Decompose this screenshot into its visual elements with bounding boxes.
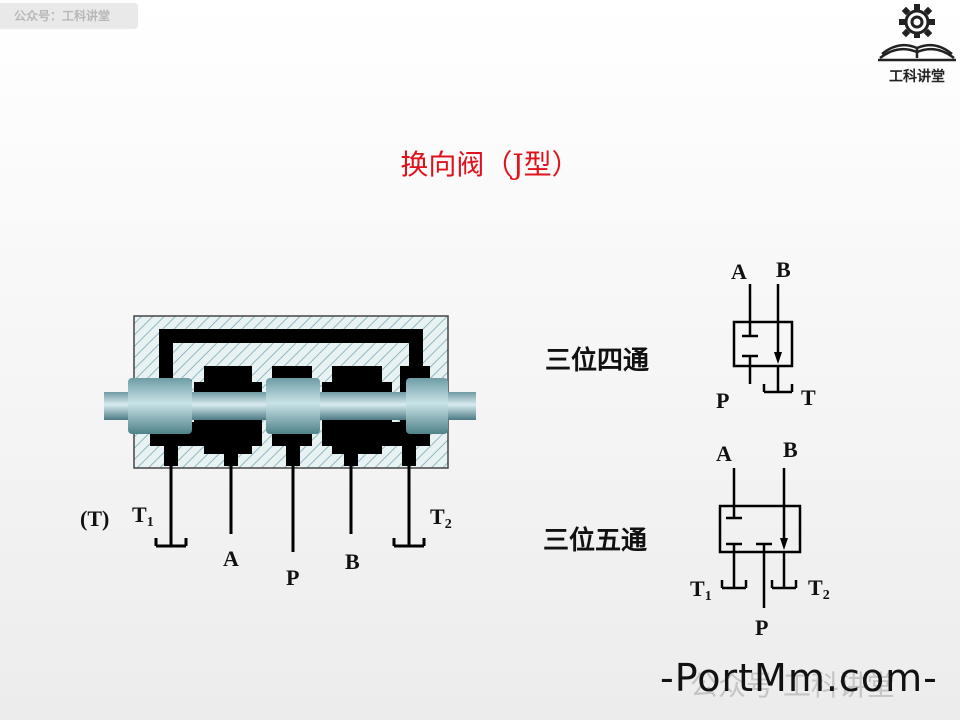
port-label-t-paren: (T): [80, 506, 110, 531]
port-label-p: P: [286, 565, 300, 590]
sym4-label-p: P: [716, 388, 730, 413]
sym4-label-b: B: [776, 257, 791, 282]
sym4-label-a: A: [731, 259, 747, 284]
sym5-label-a: A: [716, 441, 732, 466]
page-title: 换向阀（J型）: [400, 148, 580, 181]
port-label-b: B: [345, 549, 360, 574]
watermark-bottom: -PortMm.com-: [660, 656, 938, 700]
sym5-label-p: P: [755, 615, 769, 640]
sym5-label-t2: T2: [808, 575, 830, 603]
watermark-ghost: 公众号 工科讲堂: [690, 669, 895, 702]
symbol-3pos-5way: [718, 468, 802, 608]
watermark-tag: 公众号：工科讲堂: [0, 3, 138, 29]
valve-cross-section: [104, 315, 476, 552]
sym5-label-t1: T1: [690, 576, 712, 604]
port-label-a: A: [223, 546, 239, 571]
logo-text: 工科讲堂: [889, 69, 945, 85]
port-label-t2: T2: [430, 504, 452, 532]
heading-3pos-5way: 三位五通: [543, 526, 648, 556]
gear-book-icon: [878, 4, 956, 62]
heading-3pos-4way: 三位四通: [545, 346, 650, 376]
sym5-label-b: B: [783, 437, 798, 462]
symbol-3pos-4way: [732, 284, 794, 394]
port-label-t1: T1: [132, 502, 154, 530]
sym4-label-t: T: [801, 385, 816, 410]
